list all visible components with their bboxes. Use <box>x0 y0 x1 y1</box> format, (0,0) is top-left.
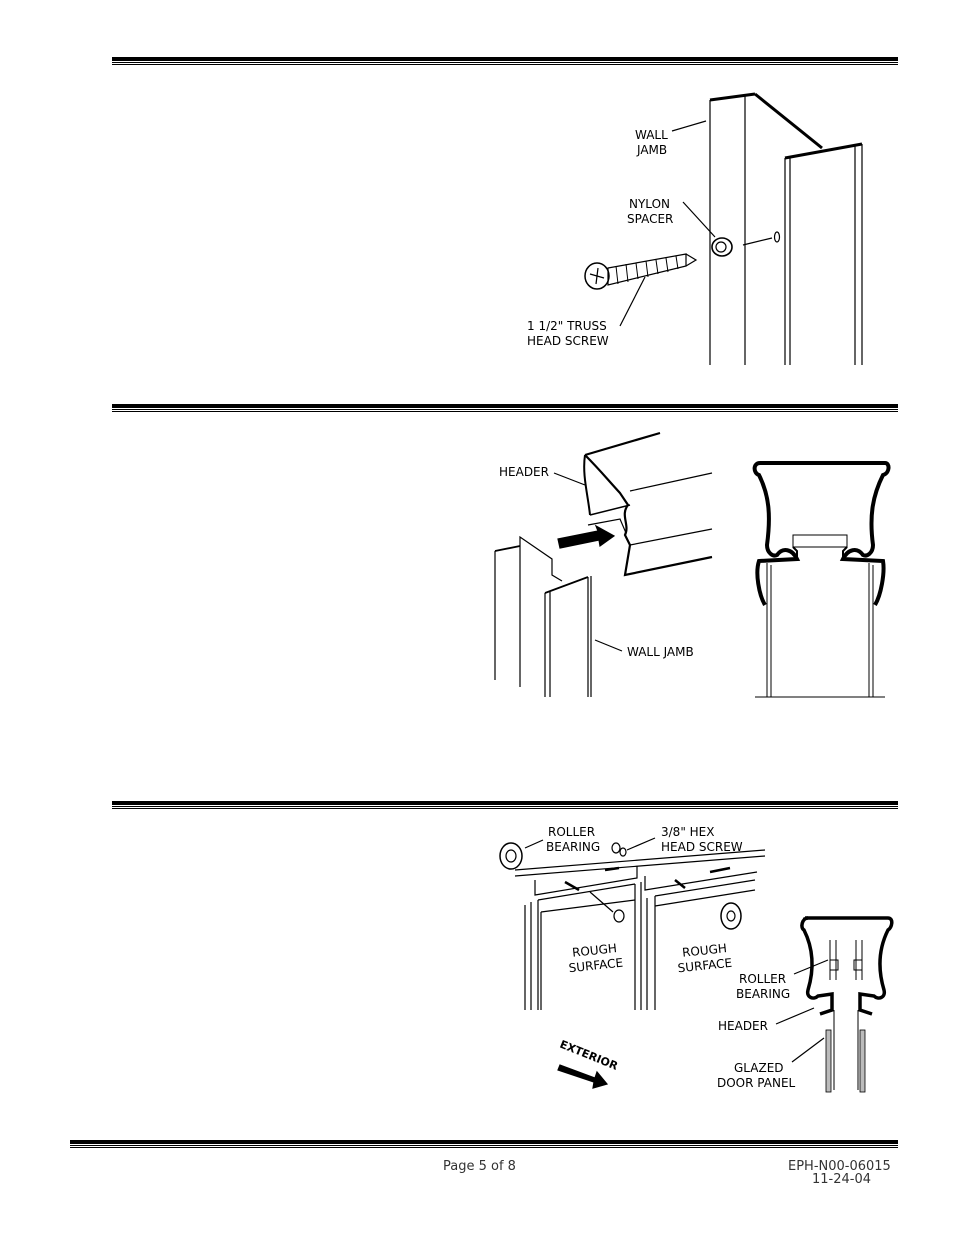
label-surface-left: SURFACE <box>568 956 624 976</box>
label-bearing: BEARING <box>546 840 600 854</box>
wall-jamb-screw-figure: WALL JAMB NYLON SPACER 1 1/2" TRUSS HEAD… <box>527 92 863 365</box>
label-jamb: JAMB <box>636 143 667 157</box>
document-number: EPH-N00-06015 <box>788 1159 891 1174</box>
page-number: Page 5 of 8 <box>443 1159 516 1174</box>
label-spacer: SPACER <box>627 212 673 226</box>
label-surface-right: SURFACE <box>677 956 733 976</box>
label-rough-left: ROUGH <box>571 941 617 960</box>
label-wall-jamb: WALL JAMB <box>627 645 694 659</box>
label-hex: 3/8" HEX <box>661 825 714 839</box>
label-wall: WALL <box>635 128 668 142</box>
footer-rule <box>70 1140 898 1148</box>
label-roller-side: ROLLER <box>739 972 786 986</box>
section-rule-3 <box>112 801 898 809</box>
label-nylon: NYLON <box>629 197 670 211</box>
section3-side-labels: ROLLER BEARING HEADER GLAZED DOOR PANEL <box>717 972 796 1090</box>
label-door-panel: DOOR PANEL <box>717 1076 796 1090</box>
header-cross-section-figure <box>752 461 891 698</box>
label-bearing-side: BEARING <box>736 987 790 1001</box>
label-hex-head-screw: HEAD SCREW <box>661 840 743 854</box>
label-rough-right: ROUGH <box>681 941 727 960</box>
label-header-side: HEADER <box>718 1019 768 1033</box>
section-rule-1 <box>112 57 898 65</box>
label-head-screw: HEAD SCREW <box>527 334 609 348</box>
header-rollers-section-figure <box>775 916 894 1093</box>
header-wall-jamb-figure: HEADER WALL JAMB <box>494 431 713 697</box>
document-date: 11-24-04 <box>812 1172 872 1187</box>
label-glazed: GLAZED <box>734 1061 784 1075</box>
roller-bearing-panels-figure: ROLLER BEARING 3/8" HEX HEAD SCREW ROUGH… <box>499 825 766 1089</box>
section-rule-2 <box>112 404 898 412</box>
label-truss: 1 1/2" TRUSS <box>527 319 607 333</box>
label-header: HEADER <box>499 465 549 479</box>
label-roller: ROLLER <box>548 825 595 839</box>
